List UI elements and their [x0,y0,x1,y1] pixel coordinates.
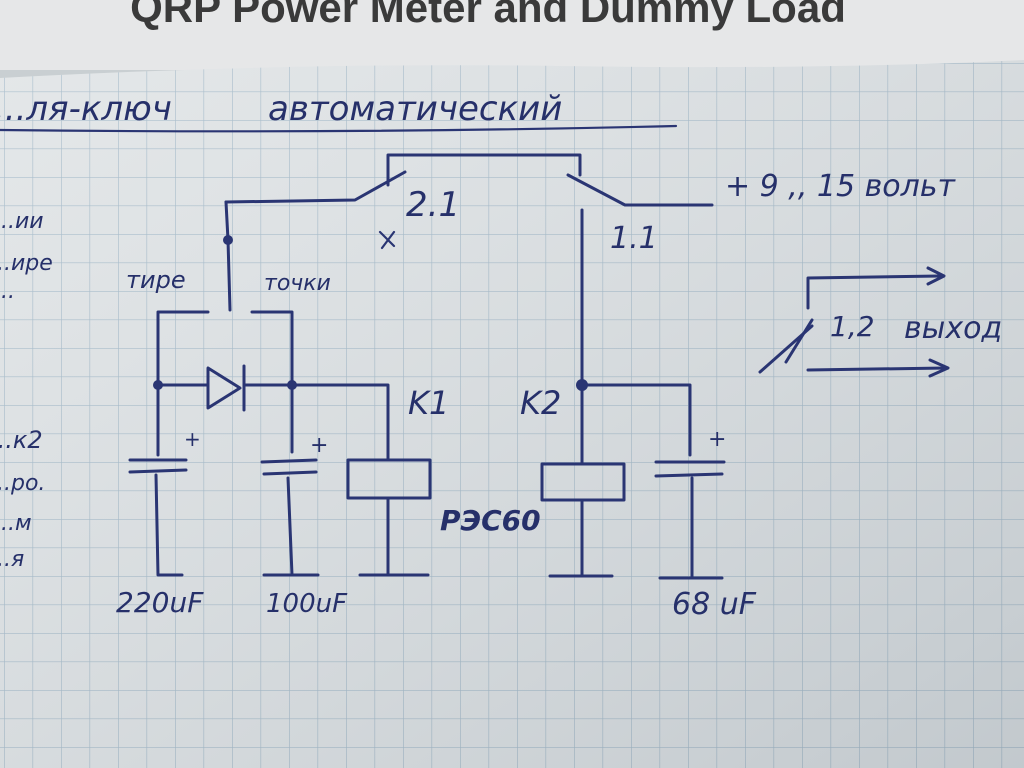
cap-100-plus: + [310,433,328,458]
contact-1-2-label: 1,2 [830,310,875,343]
heading-left: ...ля-ключ [0,89,172,129]
cap-220-label: 220uF [116,586,204,619]
margin-note: ...м [0,511,32,536]
printed-sheet [0,0,1024,70]
dot-label: точки [264,271,331,296]
diode-symbol [206,364,246,412]
relay-k1-coil [346,458,432,500]
junctions [153,235,588,391]
margin-note: ...к2 [0,426,43,454]
margin-note: ...ро. [0,471,45,496]
graph-paper [0,60,1024,768]
cap-68-plus: + [708,427,726,452]
supply-label: + 9 ,, 15 вольт [725,169,957,204]
dash-label: тире [126,266,186,294]
cap-68-label: 68 uF [672,587,757,622]
relay-type-label: РЭС60 [440,504,541,537]
heading-underline [0,124,678,133]
margin-note: ... [0,279,15,304]
margin-note: ...ире [0,251,53,276]
output-label: выход [904,311,1002,346]
cap-220-plus: + [184,427,201,451]
margin-note: ...ии [0,209,44,234]
contact-1-1-label: 1.1 [610,221,658,256]
page-title: QRP Power Meter and Dummy Load [130,0,846,31]
margin-notes: ...ии ...ире ... ...к2 ...ро. ...м ...я [0,209,53,572]
heading-right: автоматический [268,89,562,129]
cap-100-label: 100uF [266,589,348,619]
wiring [128,153,950,580]
relay-k2-coil [540,462,626,502]
relay-k1-label: K1 [408,384,449,422]
margin-note: ...я [0,547,24,572]
contact-2-1-label: 2.1 [406,185,460,225]
relay-k2-label: K2 [520,384,561,422]
